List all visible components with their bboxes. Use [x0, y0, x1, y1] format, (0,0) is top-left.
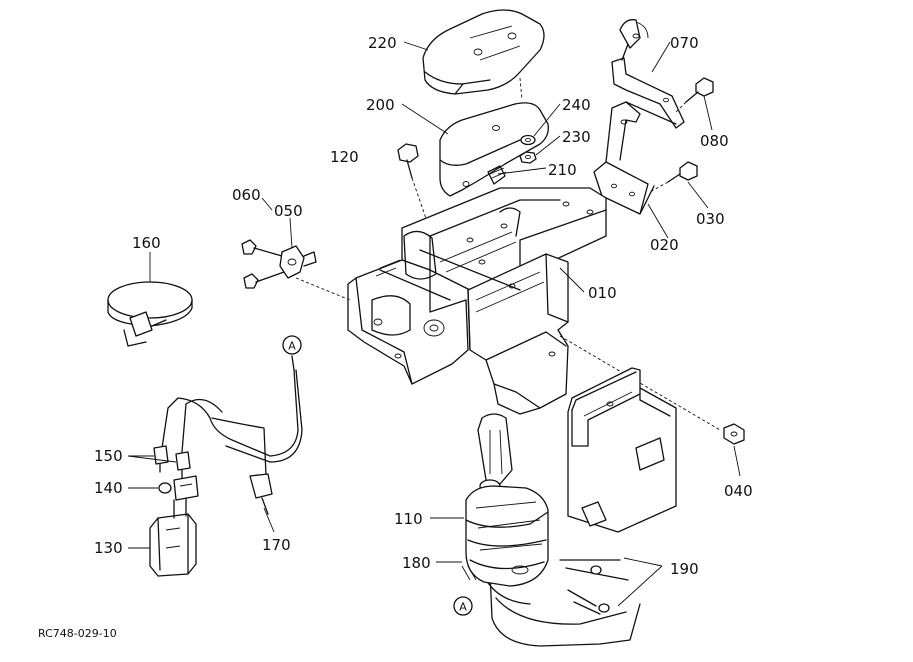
knob-cover-220 [422, 9, 545, 101]
label-160: 160 [132, 234, 161, 252]
washer-240 [520, 134, 536, 146]
label-040: 040 [724, 482, 753, 500]
connector-mark-lower: A [453, 596, 473, 616]
label-010: 010 [588, 284, 617, 302]
label-150: 150 [94, 447, 123, 465]
label-110: 110 [394, 510, 423, 528]
label-210: 210 [548, 161, 577, 179]
label-230: 230 [562, 128, 591, 146]
bracket-070 [611, 19, 685, 129]
bolt-120 [397, 143, 431, 231]
wire-harness [161, 355, 303, 477]
label-020: 020 [650, 236, 679, 254]
lever-boot-190 [485, 559, 641, 647]
label-180: 180 [402, 554, 431, 572]
label-120: 120 [330, 148, 359, 166]
sensor-050 [279, 245, 317, 279]
label-050: 050 [274, 202, 303, 220]
label-130: 130 [94, 539, 123, 557]
connector-140 [158, 475, 199, 501]
label-070: 070 [670, 34, 699, 52]
bracket-020 [593, 101, 677, 215]
rear-plate [567, 367, 677, 533]
cable-tie-160 [107, 281, 193, 347]
label-190: 190 [670, 560, 699, 578]
label-140: 140 [94, 479, 123, 497]
connector-mark-lower-text: A [459, 601, 467, 614]
nut-230 [519, 151, 537, 164]
bolt-080 [675, 77, 714, 113]
label-080: 080 [700, 132, 729, 150]
label-030: 030 [696, 210, 725, 228]
label-240: 240 [562, 96, 591, 114]
leader-lines [127, 41, 741, 607]
label-220: 220 [368, 34, 397, 52]
drawing-code: RC748-029-10 [38, 627, 117, 640]
main-frame-010 [295, 187, 721, 431]
bolt-040 [723, 423, 745, 445]
part-labels: 220 200 240 230 120 210 070 080 030 020 … [94, 34, 753, 578]
label-060: 060 [232, 186, 261, 204]
connector-mark-upper: A [282, 335, 302, 355]
connector-150 [153, 445, 191, 479]
connector-170 [249, 473, 273, 515]
connector-mark-upper-text: A [288, 340, 296, 353]
joystick-110 [461, 413, 549, 587]
bolt-030 [649, 161, 698, 193]
relay-130 [149, 497, 197, 577]
knob-body-200 [439, 102, 549, 197]
label-200: 200 [366, 96, 395, 114]
bolt-060 [241, 239, 285, 289]
label-170: 170 [262, 536, 291, 554]
